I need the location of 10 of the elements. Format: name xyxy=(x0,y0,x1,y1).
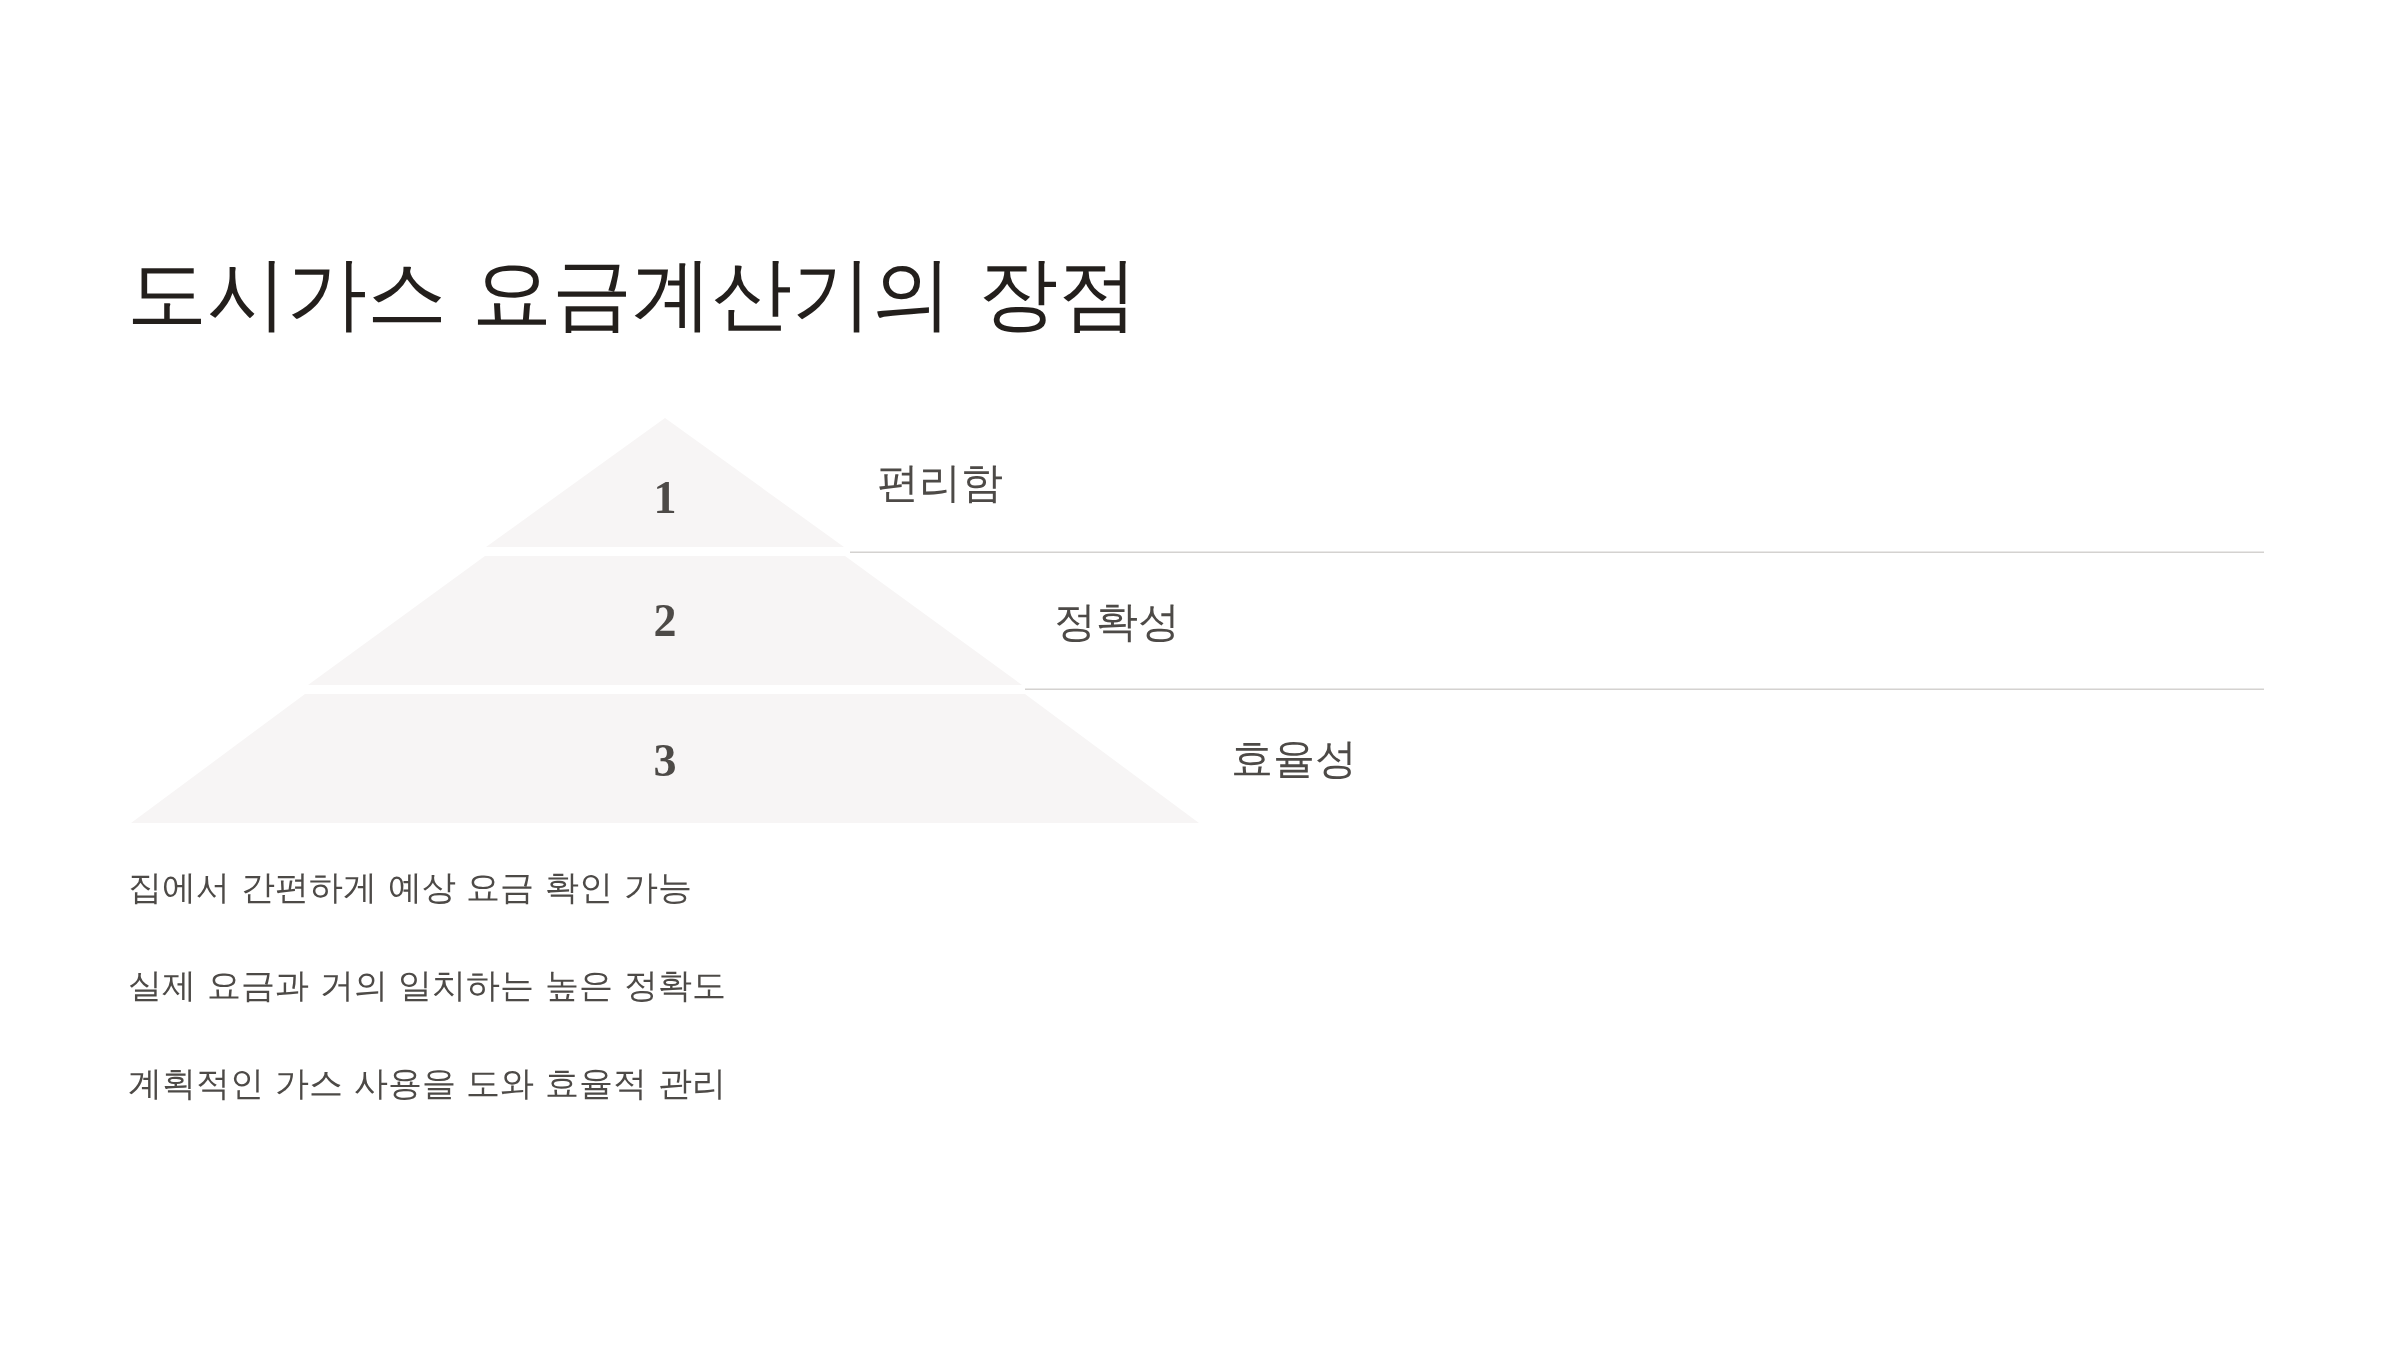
note-text: 계획적인 가스 사용을 도와 효율적 관리 xyxy=(128,1063,727,1103)
tier-label: 효율성 xyxy=(1231,734,1357,784)
tier-number: 3 xyxy=(653,735,677,787)
tier-label: 편리함 xyxy=(877,458,1003,508)
tier-number: 2 xyxy=(653,595,677,647)
tier-label: 정확성 xyxy=(1054,597,1180,647)
note-text: 실제 요금과 거의 일치하는 높은 정확도 xyxy=(128,965,727,1005)
note-text: 집에서 간편하게 예상 요금 확인 가능 xyxy=(128,867,693,907)
tier-number: 1 xyxy=(653,472,677,524)
title: 도시가스 요금계산기의 장점 xyxy=(127,246,1138,342)
